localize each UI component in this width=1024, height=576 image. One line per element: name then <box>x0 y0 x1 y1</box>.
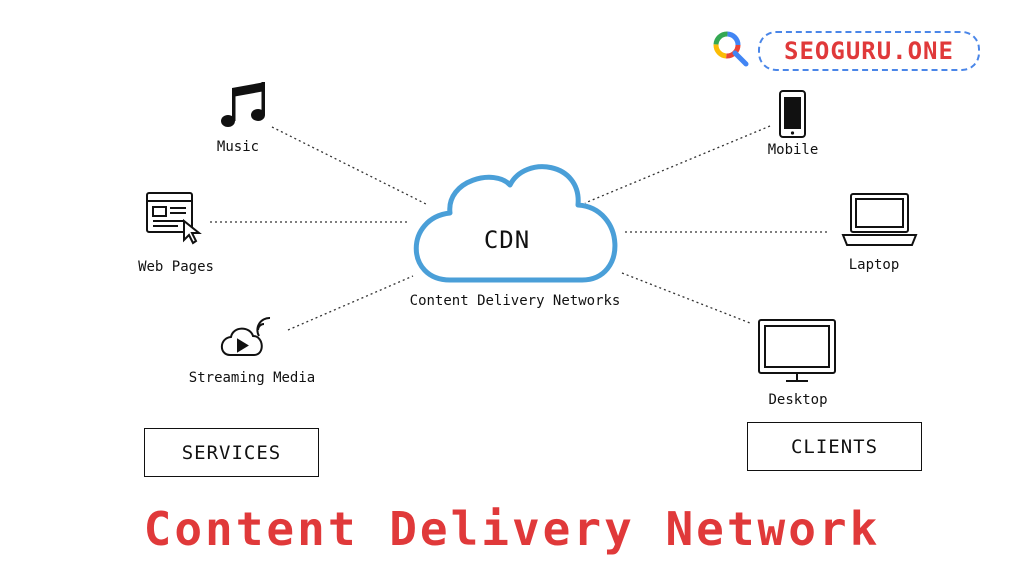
music-note-icon <box>221 82 265 127</box>
magnifier-logo-icon <box>713 31 749 67</box>
desktop-monitor-icon <box>758 319 836 382</box>
clients-box: CLIENTS <box>747 422 922 471</box>
client-label-mobile: Mobile <box>767 142 819 158</box>
service-label-streaming-media: Streaming Media <box>188 370 316 386</box>
service-label-web-pages: Web Pages <box>138 259 214 275</box>
client-label-desktop: Desktop <box>768 392 828 408</box>
page-title: Content Delivery Network <box>143 502 881 556</box>
connector-streaming <box>287 275 414 331</box>
cdn-sublabel: Content Delivery Networks <box>409 293 621 309</box>
service-label-music: Music <box>216 139 260 155</box>
connector-mobile <box>584 125 771 204</box>
cdn-label: CDN <box>483 226 531 254</box>
cdn-cloud-icon <box>413 164 618 283</box>
services-box: SERVICES <box>144 428 319 477</box>
connector-desktop <box>621 272 751 324</box>
web-page-cursor-icon <box>146 192 202 245</box>
connector-music <box>271 126 429 206</box>
laptop-icon <box>841 193 918 246</box>
streaming-cloud-icon <box>220 316 271 356</box>
logo-text: SEOGURU.ONE <box>758 31 980 71</box>
client-label-laptop: Laptop <box>848 257 900 273</box>
mobile-phone-icon <box>779 90 806 138</box>
